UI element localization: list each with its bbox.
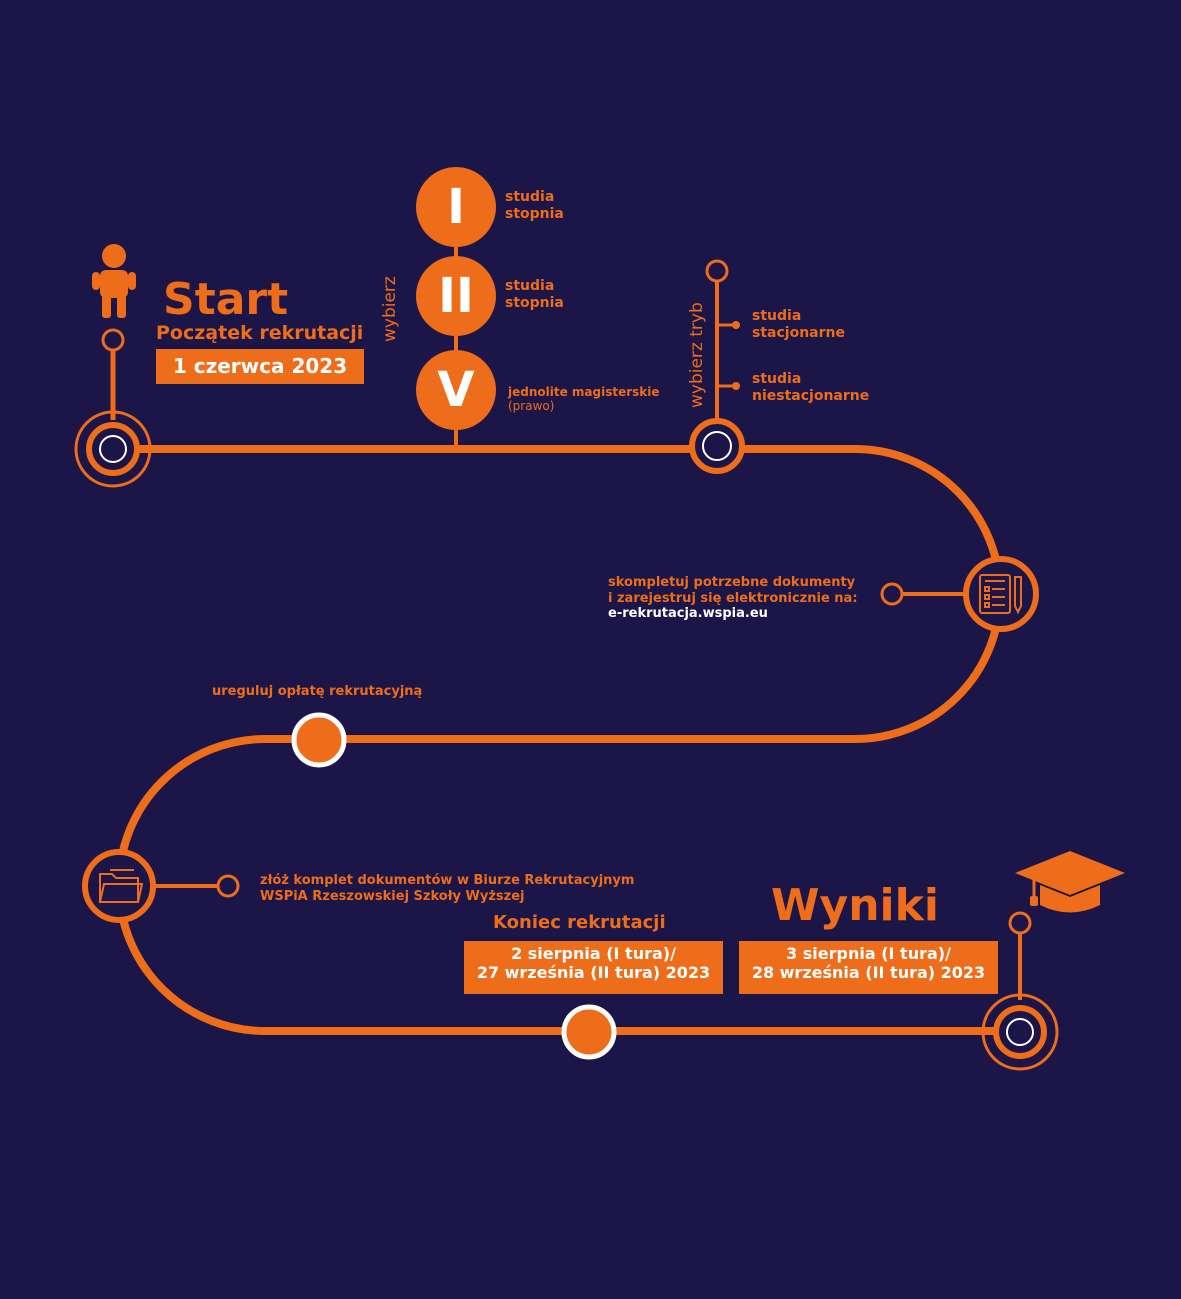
- document-checklist-icon: [979, 574, 1022, 615]
- mode-node: [689, 259, 745, 474]
- degree-numeral-5[interactable]: V: [437, 362, 475, 418]
- degree-label-5: jednolite magisterskie (prawo): [508, 385, 660, 414]
- fee-step-text: ureguluj opłatę rekrutacyjną: [212, 684, 423, 699]
- person-icon: [92, 244, 136, 318]
- documents-step-text: skompletuj potrzebne dokumenty i zarejes…: [608, 575, 858, 622]
- submit-node: [82, 849, 240, 923]
- degree-numeral-1[interactable]: I: [447, 179, 465, 235]
- timeline-path: [113, 445, 1020, 1035]
- degree-circle-5[interactable]: [416, 350, 496, 430]
- degree-circle-1[interactable]: [416, 167, 496, 247]
- degree-numeral-2[interactable]: II: [438, 268, 474, 324]
- graduation-cap-icon: [1015, 851, 1125, 913]
- end-date-badge: 2 sierpnia (I tura)/27 września (II tura…: [464, 941, 723, 994]
- start-date-badge: 1 czerwca 2023: [156, 349, 364, 384]
- results-node: [981, 911, 1059, 1071]
- end-node: [561, 1004, 617, 1060]
- degree-circle-2[interactable]: [416, 256, 496, 336]
- results-title: Wyniki: [771, 880, 939, 931]
- start-title: Start: [163, 274, 289, 325]
- end-title: Koniec rekrutacji: [493, 912, 666, 933]
- fee-node: [291, 712, 347, 768]
- start-node: [74, 328, 152, 488]
- registration-link[interactable]: e-rekrutacja.wspia.eu: [608, 606, 768, 622]
- submit-step-text: złóż komplet dokumentów w Biurze Rekruta…: [260, 873, 635, 904]
- folder-icon: [98, 869, 144, 903]
- degree-vertical-label: wybierz: [380, 276, 400, 342]
- documents-node: [880, 556, 1039, 632]
- start-subtitle: Początek rekrutacji: [156, 322, 364, 344]
- mode-vertical-label: wybierz tryb: [687, 302, 707, 408]
- results-date-badge: 3 sierpnia (I tura)/28 września (II tura…: [739, 941, 998, 994]
